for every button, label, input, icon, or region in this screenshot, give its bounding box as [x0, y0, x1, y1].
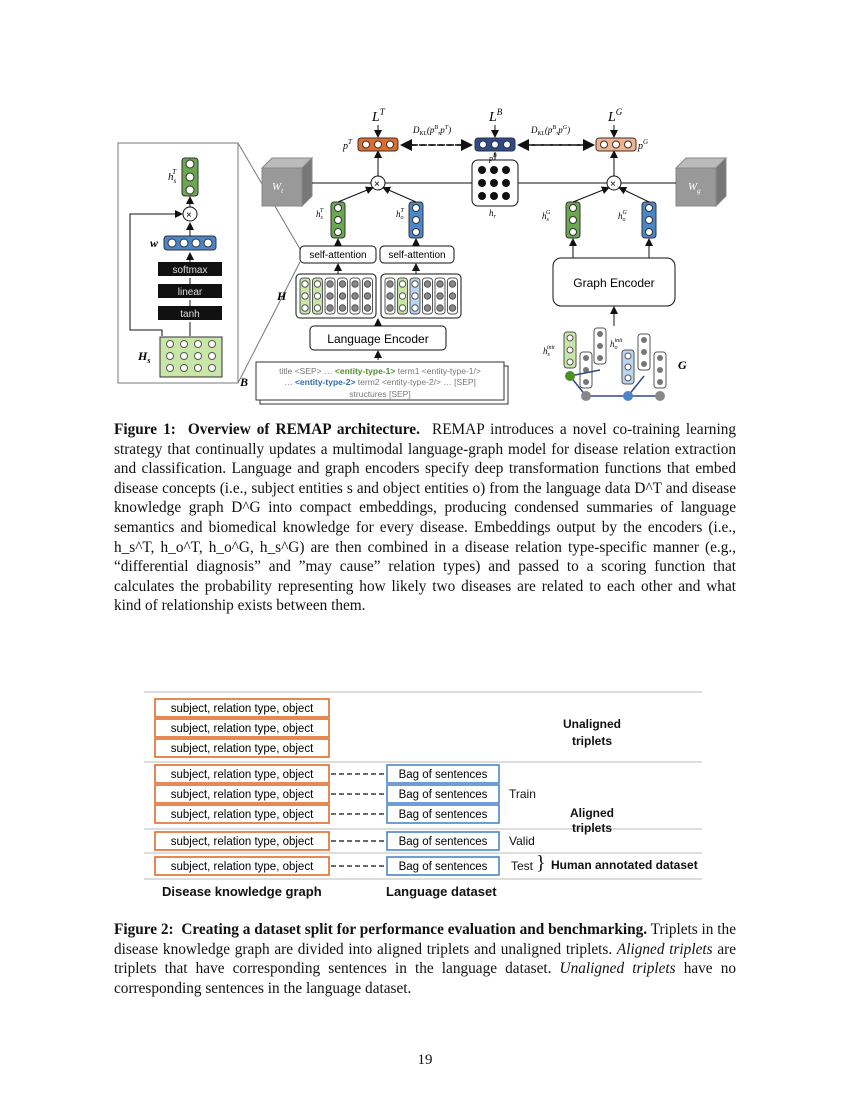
sentence-bag-box [386, 804, 500, 824]
sentence-bag-box [386, 784, 500, 804]
Wt-cube: Wt [260, 156, 314, 208]
graph-G: hsinit hoinit G [543, 327, 687, 401]
softmax-box [158, 262, 222, 276]
caption-2-em-2: Unaligned triplets [559, 960, 676, 978]
input-text-box [255, 361, 505, 401]
caption-2-title: Creating a dataset split for performance… [181, 921, 648, 938]
dkl-right-label: DKL(pB,pG) [530, 125, 570, 137]
H-label: H [276, 289, 287, 303]
svg-text:×: × [186, 210, 192, 221]
svg-text:linear: linear [178, 287, 203, 298]
triplet-box [154, 764, 330, 784]
sentence-bag-text: Bag of sentences [399, 836, 488, 848]
sentence-bag-box [386, 856, 500, 876]
triplet-box [154, 738, 330, 758]
svg-text:pT: pT [342, 138, 353, 152]
svg-text:softmax: softmax [172, 265, 207, 276]
figure-1-caption: Figure 1: Overview of REMAP architecture… [114, 420, 736, 616]
attention-detail-box [117, 142, 239, 384]
caption-2-text-2: are triplets that have corresponding sen… [114, 940, 736, 978]
svg-text:hsG: hsG [542, 210, 551, 223]
caption-2-text-3: have no corresponding sentences in the l… [114, 960, 736, 997]
B-label: B [239, 375, 248, 389]
input-text-line1: title <SEP> … <entity-type-1> term1 <ent… [279, 366, 481, 376]
sentence-bag-box [386, 764, 500, 784]
test-label: Test [511, 859, 534, 873]
caption-2-text-1: Triplets in the disease knowledge graph … [114, 921, 736, 958]
triplet-box [154, 718, 330, 738]
human-annotated-label: Human annotated dataset [551, 858, 698, 872]
svg-text:hsT: hsT [316, 208, 324, 221]
sentence-bag-text: Bag of sentences [399, 789, 488, 801]
triplet-text: subject, relation type, object [171, 723, 314, 735]
svg-text:×: × [610, 179, 616, 190]
svg-text:Graph Encoder: Graph Encoder [573, 276, 654, 290]
triplet-box [154, 698, 330, 718]
sentence-bag-text: Bag of sentences [399, 809, 488, 821]
caption-2-em-1: Aligned triplets [616, 940, 713, 958]
svg-text:Wg: Wg [688, 181, 701, 195]
caption-1-text: REMAP introduces a novel co-training lea… [114, 421, 737, 615]
Wg-cube: Wg [674, 156, 728, 208]
page-number: 19 [417, 1052, 433, 1068]
LG-label: LG [607, 107, 623, 125]
triplet-box [154, 831, 330, 851]
sentence-bag-text: Bag of sentences [399, 769, 488, 781]
w-label: w [150, 236, 159, 250]
tanh-box [158, 306, 222, 320]
svg-text:hsinit: hsinit [543, 345, 555, 358]
valid-label: Valid [509, 834, 535, 848]
svg-text:tanh: tanh [180, 309, 199, 320]
triplet-text: subject, relation type, object [171, 703, 314, 715]
svg-text:pG: pG [637, 138, 648, 152]
svg-text:Language Encoder: Language Encoder [327, 332, 428, 346]
svg-text:pB: pB [488, 153, 497, 163]
dkl-left-label: DKL(pB,pT) [412, 125, 451, 137]
svg-text:G: G [678, 358, 687, 372]
triplet-text: subject, relation type, object [171, 789, 314, 801]
triplet-box [154, 856, 330, 876]
triplet-box [154, 784, 330, 804]
language-dataset-label: Language dataset [386, 884, 497, 899]
sentence-bag-box [386, 831, 500, 851]
svg-text:hoG: hoG [618, 210, 628, 223]
train-label: Train [509, 787, 536, 801]
input-text-line2: … <entity-type-2> term2 <entity-type-2/>… [284, 377, 476, 387]
svg-text:Wt: Wt [272, 181, 284, 195]
hs-T-label-inset: hsT [168, 168, 177, 185]
triplet-text: subject, relation type, object [171, 836, 314, 848]
svg-text:self-attention: self-attention [388, 250, 445, 261]
LT-label: LT [371, 107, 386, 125]
triplet-text: subject, relation type, object [171, 861, 314, 873]
linear-box [158, 284, 222, 298]
Hs-label: Hs [137, 349, 150, 365]
caption-2-label: Figure 2: [114, 921, 174, 938]
triplet-box [154, 804, 330, 824]
sentence-bag-text: Bag of sentences [399, 861, 488, 873]
triplet-text: subject, relation type, object [171, 769, 314, 781]
disease-kg-label: Disease knowledge graph [162, 884, 322, 899]
triplet-text: subject, relation type, object [171, 809, 314, 821]
caption-1-label: Figure 1: [114, 421, 176, 438]
svg-text:×: × [374, 179, 380, 190]
test-brace: } [536, 852, 546, 874]
LB-label: LB [488, 107, 503, 125]
hr-label: hr [489, 208, 497, 220]
svg-text:hoinit: hoinit [610, 338, 623, 351]
multiply-op-inset [182, 206, 198, 222]
input-text-line3: structures [SEP] [349, 389, 410, 399]
triplet-text: subject, relation type, object [171, 743, 314, 755]
svg-text:self-attention: self-attention [309, 250, 366, 261]
figure-2-caption: Figure 2: Creating a dataset split for p… [114, 920, 736, 998]
svg-text:hoT: hoT [396, 208, 405, 221]
caption-1-title: Overview of REMAP architecture. [187, 421, 420, 438]
